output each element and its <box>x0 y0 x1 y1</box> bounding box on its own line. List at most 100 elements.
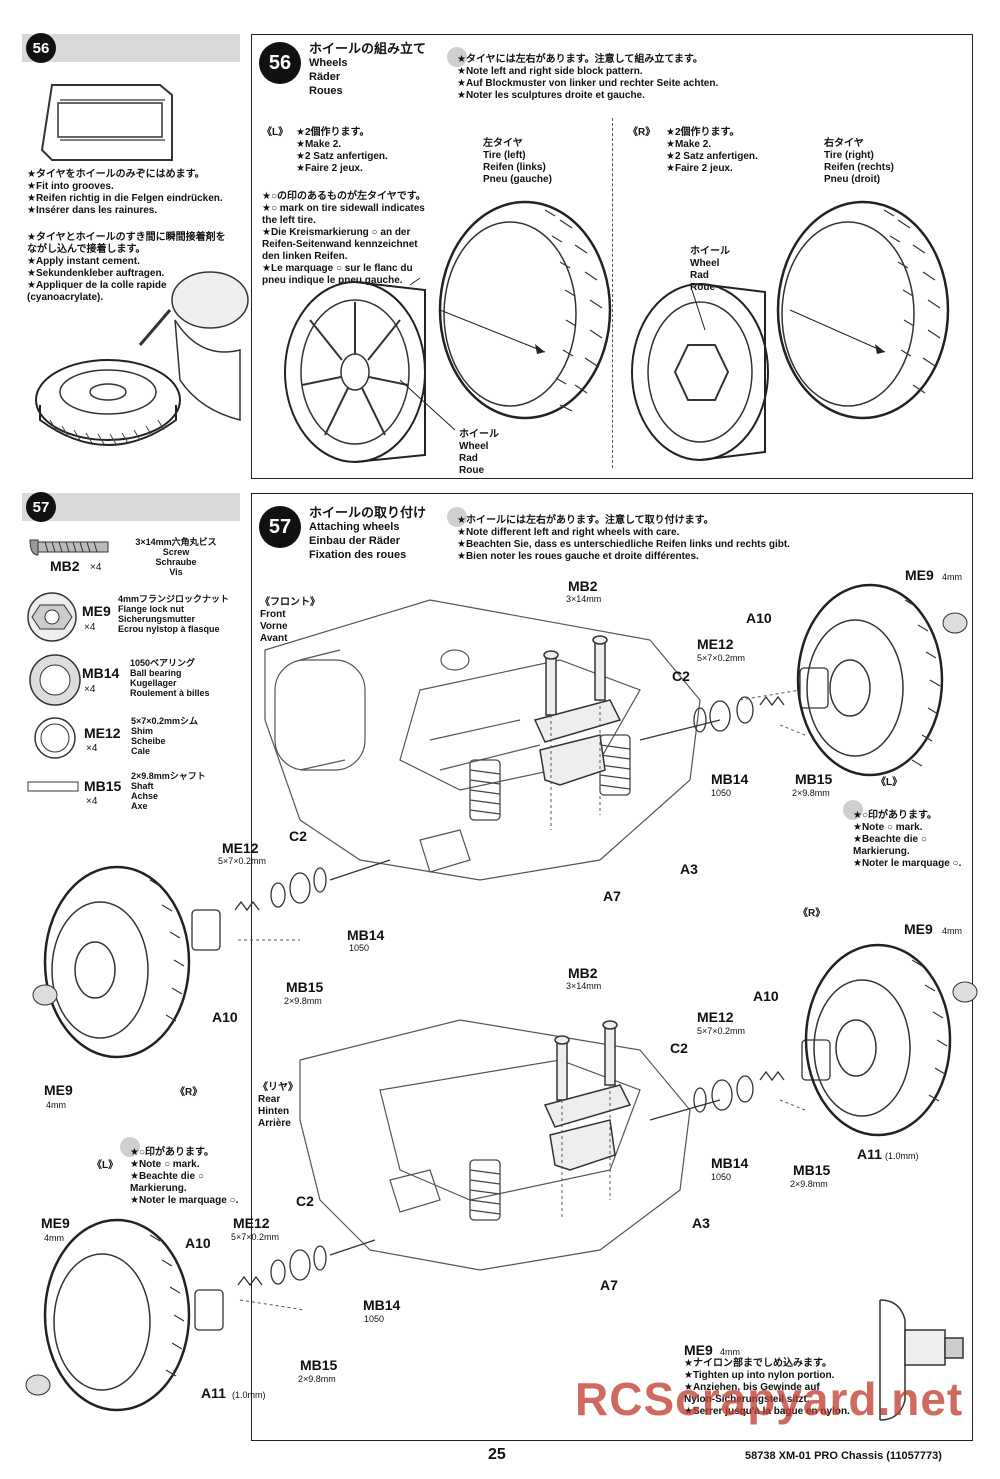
step57-title-jp: ホイールの取り付け <box>309 505 427 520</box>
front-me12-label: ME12 <box>697 636 734 652</box>
front-left-mb14-label: MB14 <box>347 927 385 943</box>
rear-a11-size: (1.0mm) <box>885 1151 919 1161</box>
step56-left-tag: 《L》 <box>262 127 289 138</box>
step56-side-note1: ★タイヤをホイールのみぞにはめます。 ★Fit into grooves. ★R… <box>27 169 223 216</box>
step56-tire-right-label: 右タイヤ Tire (right) Reifen (rechts) Pneu (… <box>824 138 895 185</box>
step56-warning-mark-icon <box>447 47 467 67</box>
step57-side-header <box>22 493 240 521</box>
step56-divider <box>612 118 613 468</box>
front-left-me12-size: 5×7×0.2mm <box>218 856 267 866</box>
rear-mb14-size: 1050 <box>711 1172 732 1182</box>
front-me12-size: 5×7×0.2mm <box>697 653 746 663</box>
step56-wheel-left-label: ホイール Wheel Rad Roue <box>459 429 499 476</box>
part-mb2-desc: 3×14mm六角丸ビス Screw Schraube Vis <box>135 537 217 577</box>
rear-left-me9-label: ME9 <box>41 1215 70 1231</box>
rear-me9-size: 4mm <box>942 926 962 936</box>
rear-left-tag: 《L》 <box>92 1160 119 1171</box>
step57-me9-note: ★ナイロン部までしめ込みます。 ★Tighten up into nylon p… <box>684 1358 850 1417</box>
step57-title-fr: Fixation des roues <box>309 549 407 561</box>
rear-me12-label: ME12 <box>697 1009 734 1025</box>
step56-title-fr: Roues <box>309 85 343 97</box>
rear-me9-label: ME9 <box>904 921 933 937</box>
rear-mb15-label: MB15 <box>793 1162 831 1178</box>
step56-left-make: ★2個作ります。 ★Make 2. ★2 Satz anfertigen. ★F… <box>296 127 388 174</box>
front-left-mb15-label: MB15 <box>286 979 324 995</box>
part-mb2-qty: ×4 <box>90 562 102 573</box>
step57-frame <box>251 493 973 1441</box>
rear-left-mb14-size: 1050 <box>364 1314 385 1324</box>
step57-title-en: Attaching wheels <box>309 521 400 533</box>
part-mb2-code: MB2 <box>50 558 80 574</box>
part-mb15-qty: ×4 <box>86 796 98 807</box>
front-me9-label: ME9 <box>905 567 934 583</box>
step56-side-note2: ★タイヤとホイールのすき間に瞬間接着剤を ながし込んで接着します。 ★Apply… <box>27 232 226 303</box>
step57-warning: ★ホイールには左右があります。注意して取り付けます。 ★Note differe… <box>457 515 790 562</box>
step57-warning-mark-icon <box>447 507 467 527</box>
front-left-me12-label: ME12 <box>222 840 259 856</box>
rear-right-tag: 《R》 <box>798 908 826 919</box>
note-mark-icon-1 <box>843 800 863 820</box>
front-a3-label: A3 <box>680 861 698 877</box>
part-me9-code: ME9 <box>82 603 111 619</box>
step56-side-header <box>22 34 240 62</box>
front-a7-label: A7 <box>603 888 621 904</box>
page-number: 25 <box>488 1446 506 1463</box>
step57-side-number: 57 <box>26 492 56 522</box>
part-mb15-desc: 2×9.8mmシャフト Shaft Achse Axe <box>131 771 206 811</box>
front-a10-label: A10 <box>746 610 772 626</box>
rear-a11-label: A11 <box>857 1146 882 1162</box>
front-mb14-label: MB14 <box>711 771 749 787</box>
rear-c2-label: C2 <box>670 1040 688 1056</box>
watermark: RCScrapyard.net <box>575 1373 964 1425</box>
step57-front-label: 《フロント》 Front Vorne Avant <box>260 597 320 644</box>
step56-warning: ★タイヤには左右があります。注意して組み立てます。 ★Note left and… <box>457 54 719 101</box>
step56-left-mark-note: ★○の印のあるものが左タイヤです。 ★○ mark on tire sidewa… <box>262 191 426 286</box>
rear-left-a10-label: A10 <box>185 1235 211 1251</box>
part-me12-code: ME12 <box>84 725 121 741</box>
step56-number: 56 <box>259 42 301 84</box>
rear-a10-label: A10 <box>753 988 779 1004</box>
step56-right-tag: 《R》 <box>628 127 656 138</box>
part-me12-desc: 5×7×0.2mmシム Shim Scheibe Cale <box>131 716 199 756</box>
step56-frame <box>251 34 973 479</box>
front-mb14-size: 1050 <box>711 788 732 798</box>
front-mb2-label: MB2 <box>568 578 598 594</box>
rear-left-a11-size: (1.0mm) <box>232 1390 266 1400</box>
front-me9-size: 4mm <box>942 572 962 582</box>
part-me12-qty: ×4 <box>86 743 98 754</box>
rear-mb2-label: MB2 <box>568 965 598 981</box>
rear-left-me12-label: ME12 <box>233 1215 270 1231</box>
rear-mb2-size: 3×14mm <box>566 981 602 991</box>
front-left-me9-size: 4mm <box>46 1100 66 1110</box>
part-mb14-code: MB14 <box>82 665 120 681</box>
front-left-mb15-size: 2×9.8mm <box>284 996 322 1006</box>
rear-a7-label: A7 <box>600 1277 618 1293</box>
inset-me9-size: 4mm <box>720 1347 740 1357</box>
front-left-me9-label: ME9 <box>44 1082 73 1098</box>
front-mb15-size: 2×9.8mm <box>792 788 830 798</box>
step56-title-en: Wheels <box>309 57 348 69</box>
rear-left-c2-label: C2 <box>296 1193 314 1209</box>
rear-me12-size: 5×7×0.2mm <box>697 1026 746 1036</box>
rear-left-mb15-label: MB15 <box>300 1357 338 1373</box>
rear-left-mb14-label: MB14 <box>363 1297 401 1313</box>
rear-mb15-size: 2×9.8mm <box>790 1179 828 1189</box>
front-left-tag: 《R》 <box>175 1087 203 1098</box>
step56-wheel-right-label: ホイール Wheel Rad Roue <box>690 246 730 293</box>
rear-left-a11-label: A11 <box>201 1385 226 1401</box>
front-left-mb14-size: 1050 <box>349 943 370 953</box>
step57-title-de: Einbau der Räder <box>309 535 401 547</box>
rear-left-mb15-size: 2×9.8mm <box>298 1374 336 1384</box>
step57-note-mark-right: ★○印があります。 ★Note ○ mark. ★Beachte die ○ M… <box>853 810 962 869</box>
step56-title-jp: ホイールの組み立て <box>309 41 427 56</box>
step57-note-mark-left: ★○印があります。 ★Note ○ mark. ★Beachte die ○ M… <box>130 1147 239 1206</box>
part-me9-qty: ×4 <box>84 622 96 633</box>
front-mb15-label: MB15 <box>795 771 833 787</box>
front-c2-label: C2 <box>672 668 690 684</box>
note-mark-icon-2 <box>120 1137 140 1157</box>
front-left-a10-label: A10 <box>212 1009 238 1025</box>
step56-tire-left-label: 左タイヤ Tire (left) Reifen (links) Pneu (ga… <box>483 138 552 185</box>
part-mb15-code: MB15 <box>84 778 122 794</box>
step56-title-de: Räder <box>309 71 341 83</box>
step57-number: 57 <box>259 506 301 548</box>
